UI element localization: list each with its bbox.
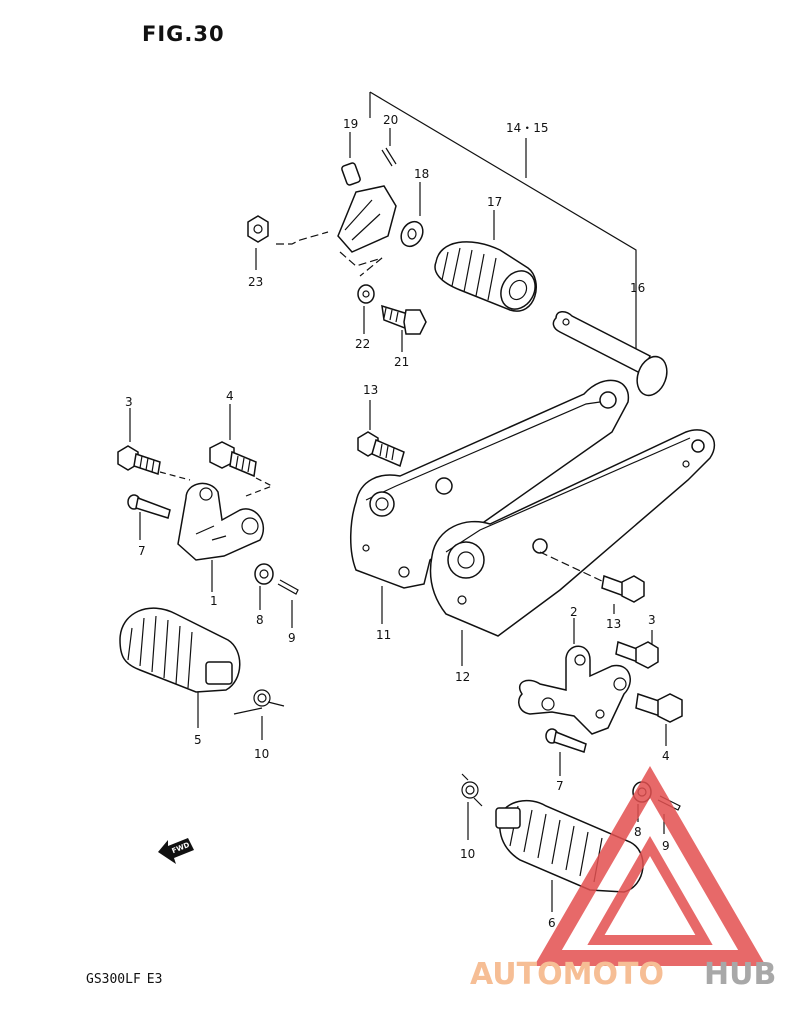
- left-dash: [159, 471, 274, 497]
- nut-23: [247, 215, 269, 243]
- callout-11: 11: [376, 628, 391, 642]
- footrest-5: [119, 607, 241, 693]
- bolt-3-right: [615, 640, 659, 669]
- washer-8-left: [254, 563, 274, 585]
- footrest-bracket-1: [177, 482, 265, 561]
- model-region: E3: [146, 972, 163, 987]
- callout-4-right: 4: [662, 749, 670, 763]
- plate-11: [349, 379, 630, 589]
- watermark-text-hub: HUB: [704, 957, 776, 992]
- callout-17: 17: [487, 195, 502, 209]
- pivot-shaft-16: [552, 311, 668, 397]
- model-name: GS300LF: [86, 972, 141, 987]
- callout-13-top: 13: [363, 383, 378, 397]
- hinge-bracket: [337, 185, 397, 253]
- bolt-4-left: [209, 441, 257, 478]
- bolt-4-right: [635, 693, 683, 723]
- lock-washer-22: [357, 284, 375, 304]
- bolt-13-right: [601, 574, 645, 603]
- fwd-arrow-icon: FWD: [158, 838, 194, 864]
- callout-6: 6: [548, 916, 556, 930]
- watermark-text-automoto: AUTOMOTO: [470, 957, 664, 992]
- watermark-triangle-icon: [534, 766, 766, 966]
- callout-22: 22: [355, 337, 370, 351]
- callout-8-right: 8: [634, 825, 642, 839]
- footrest-rubber-17: [434, 241, 537, 312]
- pin-19: [341, 162, 361, 186]
- cotter-pin-20: [381, 147, 397, 167]
- callout-8-left: 8: [256, 613, 264, 627]
- callout-12: 12: [455, 670, 470, 684]
- callout-10-left: 10: [254, 747, 269, 761]
- assembly-dash: [339, 251, 383, 277]
- footrest-bracket-2: [517, 645, 631, 735]
- callout-13-right: 13: [606, 617, 621, 631]
- bolt-13-top: [357, 431, 405, 468]
- callout-7-right: 7: [556, 779, 564, 793]
- bolt-21: [381, 304, 427, 335]
- callout-21: 21: [394, 355, 409, 369]
- callout-9-right: 9: [662, 839, 670, 853]
- callout-20: 20: [383, 113, 398, 127]
- callout-9-left: 9: [288, 631, 296, 645]
- bolt-3-left: [117, 445, 161, 475]
- callout-5: 5: [194, 733, 202, 747]
- callout-7-left: 7: [138, 544, 146, 558]
- assembly-bracket-line: [369, 91, 637, 360]
- callout-14-15: 14・15: [506, 121, 549, 135]
- callout-19: 19: [343, 117, 358, 131]
- watermark-inner-triangle-icon: [587, 835, 713, 945]
- plate-12: [429, 429, 716, 637]
- callout-4-left: 4: [226, 389, 234, 403]
- cotter-pin-9-left: [277, 579, 299, 595]
- callout-1: 1: [210, 594, 218, 608]
- watermark-logo: AUTOMOTO HUB: [470, 766, 776, 992]
- spring-10-right: [461, 773, 483, 807]
- spring-10-left: [233, 689, 285, 715]
- figure-title: FIG.30: [142, 22, 225, 46]
- callout-3-left: 3: [125, 395, 133, 409]
- washer-18: [400, 220, 424, 248]
- callout-3-right: 3: [648, 613, 656, 627]
- clevis-pin-7-right: [545, 728, 587, 753]
- clevis-pin-7-left: [127, 494, 171, 519]
- callout-23: 23: [248, 275, 263, 289]
- callout-2: 2: [570, 605, 578, 619]
- callout-18: 18: [414, 167, 429, 181]
- model-code: GS300LF E3: [86, 972, 162, 987]
- callout-16: 16: [630, 281, 645, 295]
- leader-23-line: [276, 231, 329, 245]
- callout-10-right: 10: [460, 847, 475, 861]
